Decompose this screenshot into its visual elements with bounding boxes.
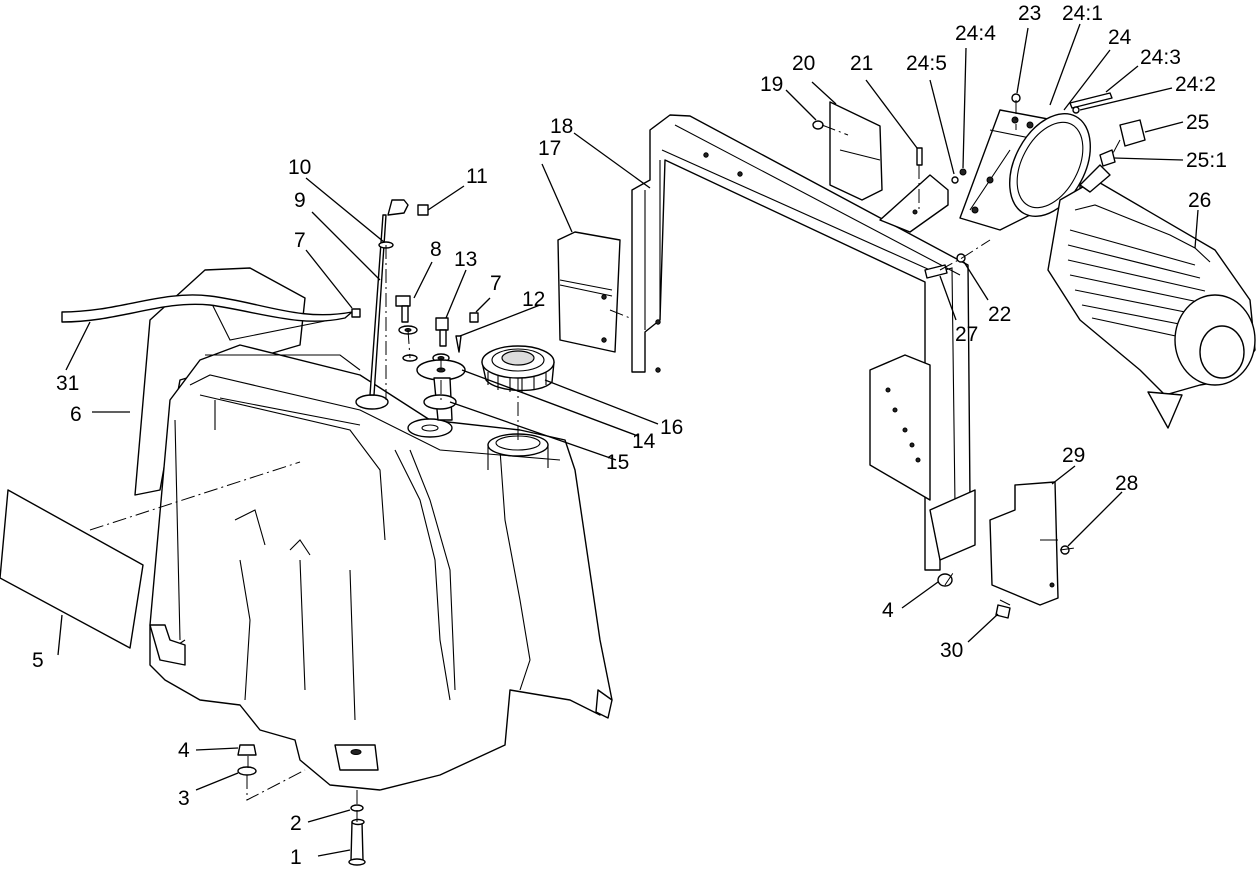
fitting-25-1 <box>1099 149 1116 167</box>
callout-24-2: 24:2 <box>1175 73 1216 96</box>
bracket-20 <box>829 101 883 201</box>
callout-25-1: 25:1 <box>1186 149 1227 172</box>
callout-3: 3 <box>178 787 190 810</box>
callout-24-1: 24:1 <box>1062 2 1103 25</box>
frame-18 <box>631 114 976 571</box>
bracket-21 <box>879 174 949 233</box>
decal-plate <box>0 489 144 649</box>
bracket-29 <box>989 481 1059 606</box>
callout-19: 19 <box>760 73 783 96</box>
callout-24: 24 <box>1108 26 1132 49</box>
hardware <box>237 92 1113 866</box>
callout-1: 1 <box>290 846 302 869</box>
callout-13: 13 <box>454 248 477 271</box>
callout-16: 16 <box>660 416 683 439</box>
callout-4-right: 4 <box>882 599 894 622</box>
callout-10: 10 <box>288 156 311 179</box>
callout-labels: 1 2 3 4 5 6 31 7 9 10 11 8 13 7 12 14 15… <box>32 2 1227 869</box>
fitting-25 <box>1119 119 1146 147</box>
callout-2: 2 <box>290 812 302 835</box>
callout-22: 22 <box>988 303 1011 326</box>
callout-17: 17 <box>538 137 561 160</box>
leader-lines <box>57 23 1199 857</box>
callout-31: 31 <box>56 372 79 395</box>
vent-fittings <box>351 199 479 421</box>
callout-29: 29 <box>1062 444 1085 467</box>
air-cleaner <box>1047 164 1256 429</box>
callout-18: 18 <box>550 115 573 138</box>
air-cleaner-mount <box>959 109 1091 231</box>
center-lines <box>89 100 1121 822</box>
callout-12: 12 <box>522 288 545 311</box>
bracket-17 <box>557 231 621 353</box>
callout-15: 15 <box>606 451 629 474</box>
callout-28: 28 <box>1115 472 1138 495</box>
callout-26: 26 <box>1188 189 1211 212</box>
callout-8: 8 <box>430 238 442 261</box>
callout-6: 6 <box>70 403 82 426</box>
callout-11: 11 <box>466 165 488 188</box>
callout-9: 9 <box>294 189 306 212</box>
callout-21: 21 <box>850 52 873 75</box>
callout-7-left: 7 <box>294 229 306 252</box>
callout-24-4: 24:4 <box>955 22 996 45</box>
callout-20: 20 <box>792 52 815 75</box>
callout-5: 5 <box>32 649 44 672</box>
callout-24-3: 24:3 <box>1140 46 1181 69</box>
callout-4: 4 <box>178 739 190 762</box>
callout-25: 25 <box>1186 111 1209 134</box>
fuel-hose <box>61 294 353 323</box>
callout-7-right: 7 <box>490 272 502 295</box>
callout-30: 30 <box>940 639 963 662</box>
callout-27: 27 <box>955 323 978 346</box>
callout-23: 23 <box>1018 2 1041 25</box>
callout-24-5: 24:5 <box>906 52 947 75</box>
callout-14: 14 <box>632 430 656 453</box>
